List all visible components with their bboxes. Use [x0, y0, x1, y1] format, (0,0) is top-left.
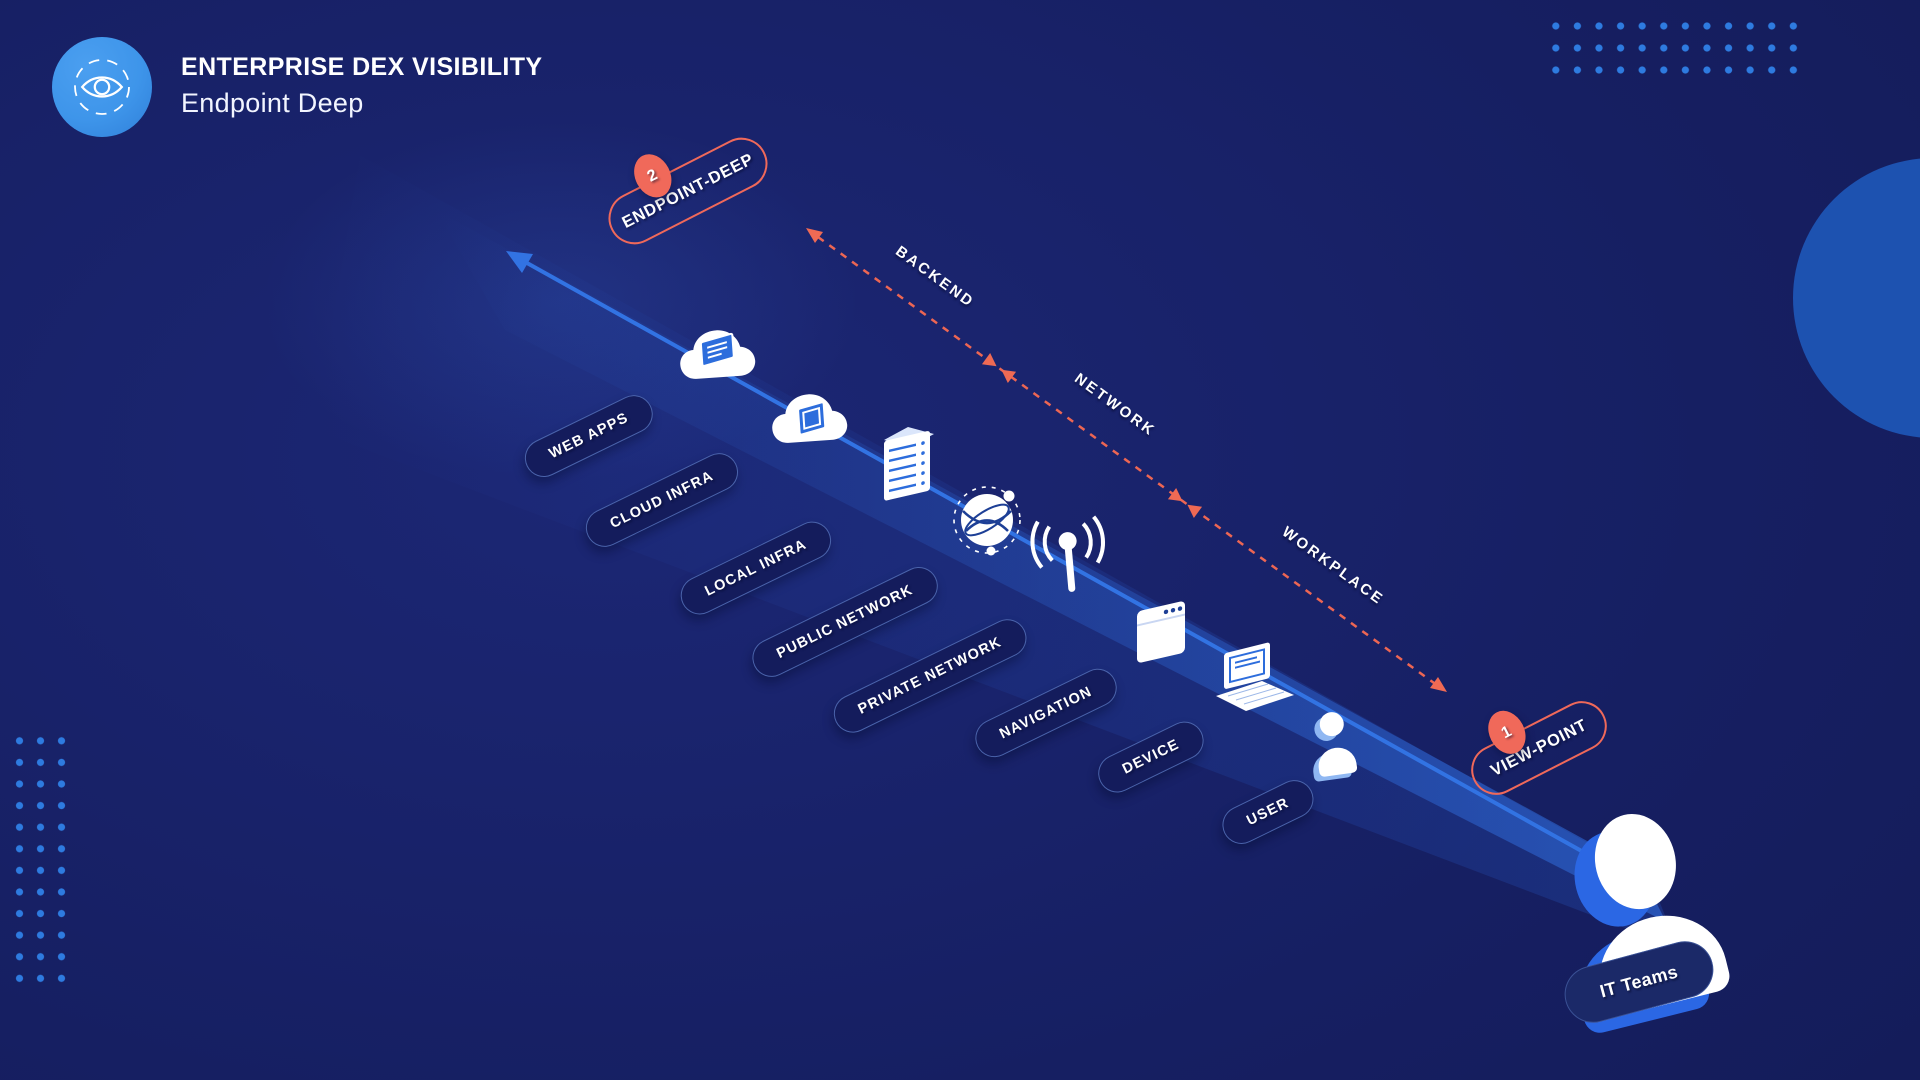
cloud-document-icon: [680, 330, 756, 379]
actor-label: IT Teams: [1597, 961, 1681, 1002]
server-stack-icon: [884, 427, 934, 501]
browser-window-icon: [1137, 601, 1185, 663]
globe-network-icon: [953, 486, 1021, 556]
antenna-icon: [1030, 515, 1106, 592]
segment-divider-arrows-icon: [981, 352, 1017, 384]
user-icon: [1313, 712, 1357, 782]
decor-dot-grid-top-right: [1545, 15, 1804, 82]
cloud-chip-icon: [772, 394, 848, 443]
page-title: ENTERPRISE DEX VISIBILITY: [181, 53, 543, 81]
segment-divider-arrows-icon: [1167, 487, 1203, 519]
beam-wedge-bright: [436, 210, 1666, 922]
dashed-span-line: [806, 228, 1447, 692]
beam-arrow-icon: [506, 251, 533, 273]
page-subtitle: Endpoint Deep: [181, 88, 364, 118]
laptop-icon: [1216, 642, 1294, 711]
logo: [52, 37, 152, 137]
dashed-arrow-start-icon: [806, 228, 823, 243]
decor-dot-grid-bottom-left: [9, 730, 74, 990]
node-label: USER: [1244, 794, 1292, 830]
dashed-arrow-end-icon: [1430, 677, 1447, 692]
eye-icon: [74, 59, 130, 115]
